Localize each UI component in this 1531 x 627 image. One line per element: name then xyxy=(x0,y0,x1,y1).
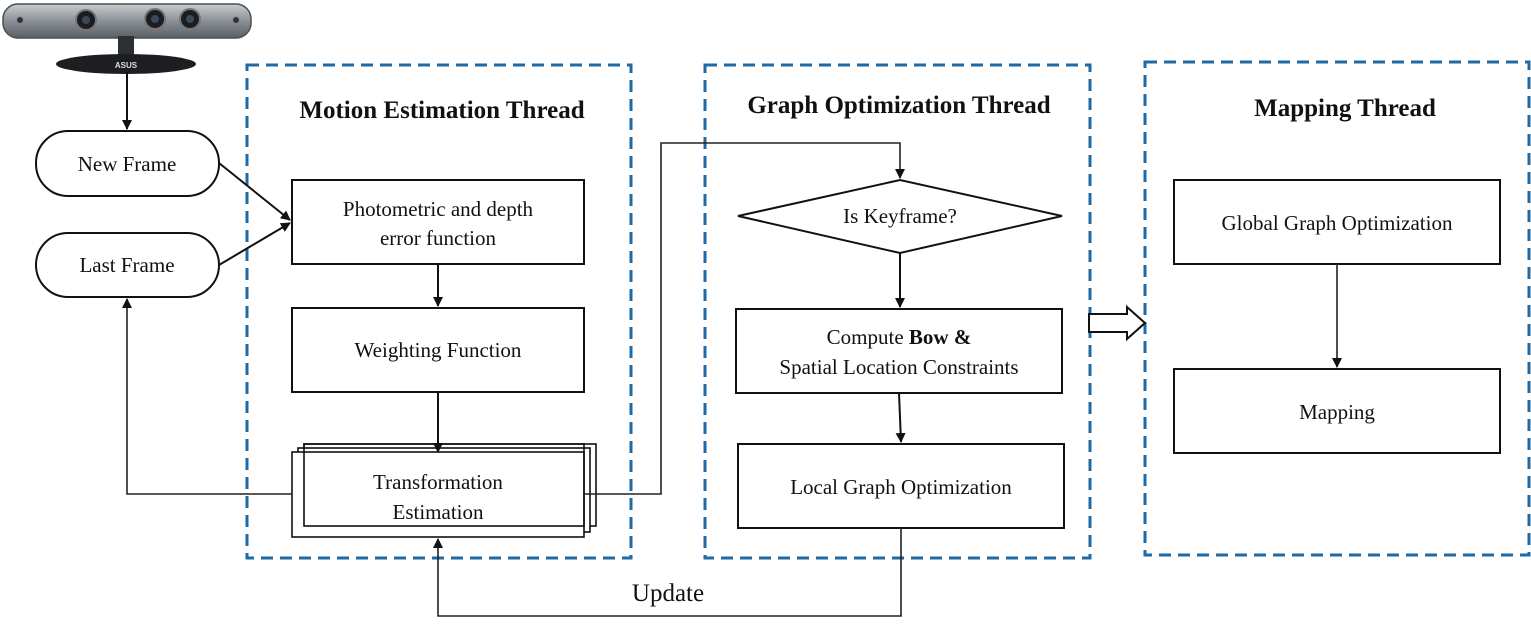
update-label: Update xyxy=(632,580,704,607)
mapping-label: Mapping xyxy=(1299,400,1375,424)
keyframe-decision-node xyxy=(737,178,1063,255)
weighting-function-node xyxy=(291,307,585,393)
graph-thread-title: Graph Optimization Thread xyxy=(747,92,1050,119)
photometric-error-node xyxy=(291,179,585,265)
new-frame-label: New Frame xyxy=(78,152,177,176)
newframe-to-photometric-arrow xyxy=(218,162,291,221)
mapping-thread-title: Mapping Thread xyxy=(1254,95,1436,122)
photometric-label-line2: error function xyxy=(380,226,497,250)
compute-label-line1: Compute Bow & xyxy=(827,325,972,349)
photometric-label-line1: Photometric and depth xyxy=(343,197,534,221)
lastframe-to-photometric-arrow xyxy=(218,222,291,266)
mapping-thread-container xyxy=(1143,60,1531,557)
global-graph-optimization-node xyxy=(1173,179,1501,265)
rgbd-camera-icon: ASUS xyxy=(2,3,252,74)
compute-to-local-opt-arrow xyxy=(895,392,906,443)
motion-thread-title: Motion Estimation Thread xyxy=(299,97,584,124)
last-frame-label: Last Frame xyxy=(79,253,174,277)
transformation-label-line1: Transformation xyxy=(373,470,503,494)
compute-constraints-node xyxy=(735,308,1063,394)
update-feedback-arrow xyxy=(433,528,902,617)
mapping-node xyxy=(1173,368,1501,454)
transformation-label-line2: Estimation xyxy=(393,500,484,524)
weighting-label: Weighting Function xyxy=(355,338,522,362)
motion-thread-container xyxy=(245,63,633,560)
keyframe-label: Is Keyframe? xyxy=(843,204,957,228)
transformation-to-lastframe-arrow xyxy=(122,298,292,495)
local-graph-optimization-node xyxy=(737,443,1065,529)
camera-brand: ASUS xyxy=(115,61,138,70)
local-opt-label: Local Graph Optimization xyxy=(790,475,1012,499)
graph-to-mapping-block-arrow xyxy=(1088,304,1147,342)
transformation-to-keyframe-arrow xyxy=(584,142,905,495)
graph-thread-container xyxy=(703,63,1092,560)
global-opt-label: Global Graph Optimization xyxy=(1222,211,1453,235)
compute-label-line2: Spatial Location Constraints xyxy=(779,355,1018,379)
transformation-estimation-node xyxy=(291,443,597,538)
